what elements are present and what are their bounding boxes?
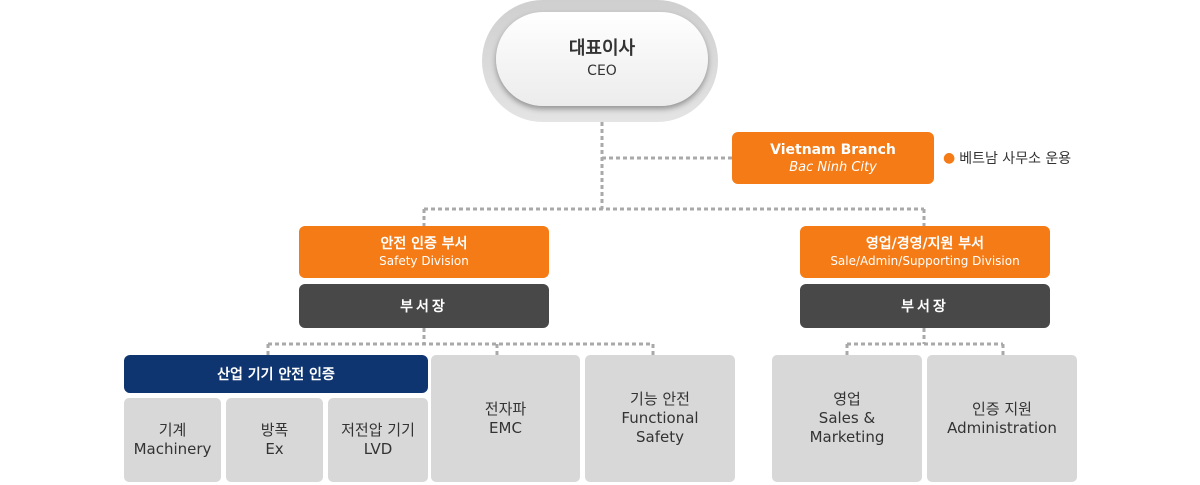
safety-title-en: Safety Division xyxy=(379,254,469,268)
machinery-node: 기계 Machinery xyxy=(124,398,221,482)
emc-en: EMC xyxy=(489,418,522,437)
machinery-en: Machinery xyxy=(133,440,212,458)
emc-ko: 전자파 xyxy=(484,399,527,418)
functional-en-2: Safety xyxy=(636,428,684,446)
functional-ko: 기능 안전 xyxy=(630,390,690,408)
marketing-en-1: Sales & xyxy=(818,409,876,427)
sales-branch-connector xyxy=(845,328,1005,355)
ceo-title-en: CEO xyxy=(587,63,617,79)
functional-en-1: Functional xyxy=(621,409,699,427)
ex-en: Ex xyxy=(265,440,284,458)
branch-note-text: 베트남 사무소 운용 xyxy=(959,151,1072,167)
branch-city: Bac Ninh City xyxy=(789,159,877,175)
sales-title-ko: 영업/경영/지원 부서 xyxy=(865,236,985,252)
lvd-ko: 저전압 기기 xyxy=(341,421,415,439)
lvd-en: LVD xyxy=(363,440,393,458)
bullet-icon: ● xyxy=(943,150,956,166)
ex-node: 방폭 Ex xyxy=(226,398,323,482)
ceo-title-ko: 대표이사 xyxy=(568,38,636,59)
ex-ko: 방폭 xyxy=(260,421,289,439)
sales-marketing-node: 영업 Sales & Marketing xyxy=(772,355,922,482)
marketing-ko: 영업 xyxy=(833,390,861,408)
lvd-node: 저전압 기기 LVD xyxy=(328,398,428,482)
sales-title-en: Sale/Admin/Supporting Division xyxy=(830,254,1020,268)
branch-note: ● 베트남 사무소 운용 xyxy=(943,148,1093,168)
marketing-en-2: Marketing xyxy=(809,428,885,446)
safety-title-ko: 안전 인증 부서 xyxy=(380,236,468,252)
industrial-safety-node: 산업 기기 안전 인증 xyxy=(124,355,428,393)
vietnam-branch-node: Vietnam Branch Bac Ninh City xyxy=(732,132,934,184)
safety-head-node: 부서장 xyxy=(299,284,549,328)
safety-division-node: 안전 인증 부서 Safety Division xyxy=(299,226,549,278)
admin-ko: 인증 지원 xyxy=(972,399,1032,418)
functional-safety-node: 기능 안전 Functional Safety xyxy=(585,355,735,482)
ceo-node: 대표이사 CEO xyxy=(496,12,708,106)
branch-title: Vietnam Branch xyxy=(770,141,896,158)
safety-branch-connector xyxy=(266,328,655,355)
admin-en: Administration xyxy=(947,418,1057,437)
sales-division-node: 영업/경영/지원 부서 Sale/Admin/Supporting Divisi… xyxy=(800,226,1050,278)
emc-node: 전자파 EMC xyxy=(431,355,580,482)
machinery-ko: 기계 xyxy=(158,421,187,439)
administration-node: 인증 지원 Administration xyxy=(927,355,1077,482)
sales-head-node: 부서장 xyxy=(800,284,1050,328)
